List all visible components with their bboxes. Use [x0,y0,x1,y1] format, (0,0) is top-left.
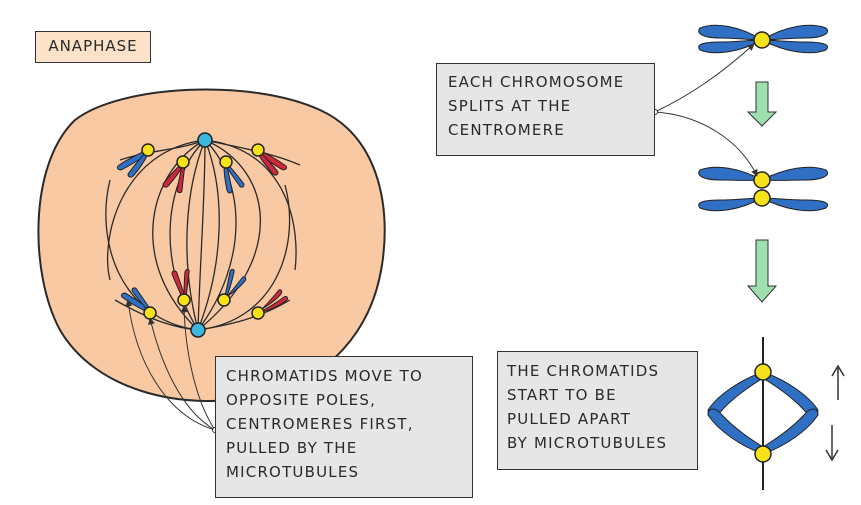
direction-arrows [825,364,845,462]
label-box-apart [497,351,698,470]
intact-chromosome [698,24,828,54]
centriole-bottom [190,322,206,338]
arrow-down-1 [746,81,778,127]
pointer-lines-split [652,43,758,177]
centriole-top [197,132,213,148]
label-split: EACH CHROMOSOME SPLITS AT THE CENTROMERE [448,73,625,139]
label-box-split [436,63,655,156]
stage-title: ANAPHASE [35,31,151,63]
arrow-down-2 [746,239,778,303]
top-chromatids [117,143,287,194]
label-box-move [215,356,473,498]
bottom-chromatids [121,268,288,320]
splitting-chromosome [698,166,828,212]
label-apart: THE CHROMATIDS START TO BE PULLED APART … [507,362,668,452]
label-move: CHROMATIDS MOVE TO OPPOSITE POLES, CENTR… [226,367,424,481]
spindle-fibres [105,139,301,331]
separating-chromatids [707,337,819,490]
